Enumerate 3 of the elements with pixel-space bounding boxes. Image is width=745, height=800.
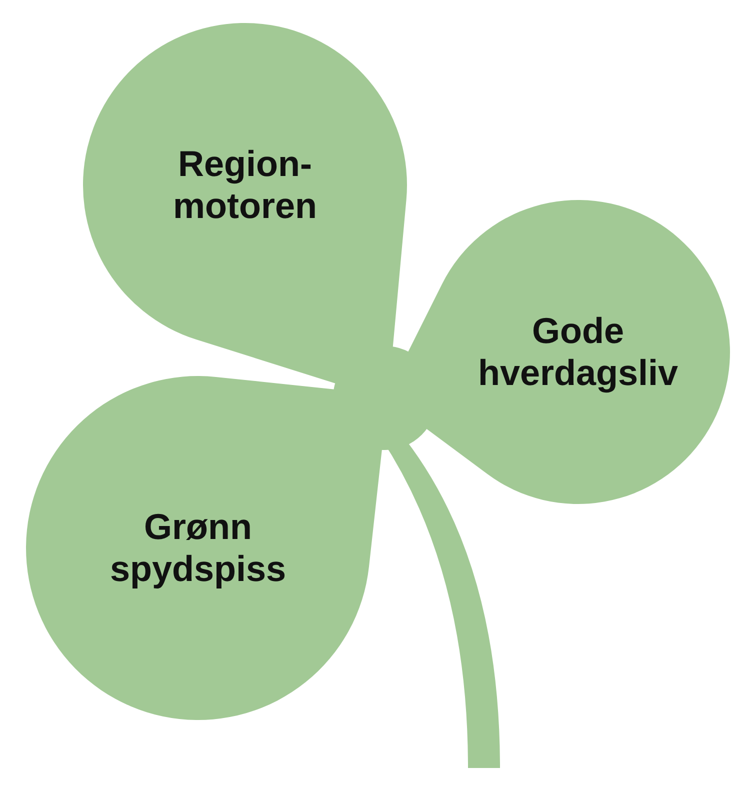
leaf-label: Region- motoren (172, 143, 318, 227)
leaf-label: Gode hverdagsliv (476, 310, 680, 394)
leaf-label: Grønn spydspiss (108, 506, 288, 590)
